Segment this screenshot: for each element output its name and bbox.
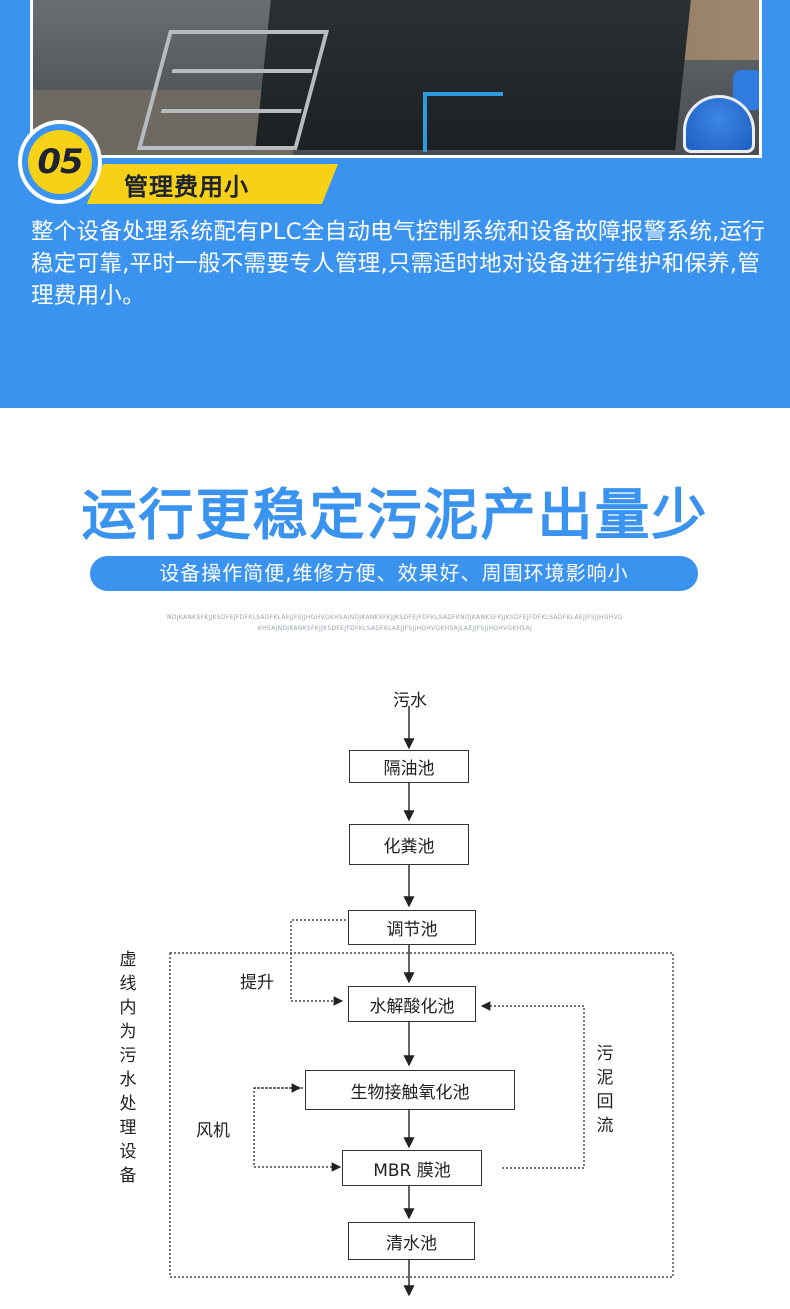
input-label: 污水 — [393, 691, 427, 711]
feature-panel: 05 管理费用小 整个设备处理系统配有PLC全自动电气控制系统和设备故障报警系统… — [0, 0, 790, 408]
feature-title: 管理费用小 — [124, 173, 249, 201]
node-oil-separator: 隔油池 — [349, 750, 469, 783]
fan-label: 风机 — [196, 1121, 230, 1141]
section-heading: 运行更稳定污泥产出量少 — [81, 483, 709, 547]
section-subtitle: 设备操作简便,维修方便、效果好、周围环境影响小 — [90, 556, 698, 591]
equipment-photo — [30, 0, 762, 158]
decorative-letters-1: NDJKANKSFKJJKSDFEJFDFKLSADFKLAEJJFSJJHGH… — [167, 614, 623, 621]
node-septic-tank: 化粪池 — [349, 824, 469, 865]
node-regulating-tank: 调节池 — [348, 910, 476, 945]
lift-label: 提升 — [240, 973, 274, 993]
feature-number-badge: 05 — [18, 120, 102, 204]
process-flow-diagram: 污水 隔油池 化粪池 调节池 水解酸化池 生物接触氧化池 MBR 膜池 清水池 … — [0, 670, 790, 1309]
sludge-return-label: 污泥回流 — [596, 1044, 614, 1136]
node-clear-water-tank: 清水池 — [348, 1222, 475, 1260]
node-mbr-tank: MBR 膜池 — [342, 1150, 482, 1186]
feature-number: 05 — [37, 142, 83, 182]
equipment-boundary-label: 虚线内为污水处理设备 — [119, 950, 137, 1186]
node-hydrolysis-tank: 水解酸化池 — [348, 986, 476, 1022]
node-contact-oxidation-tank: 生物接触氧化池 — [305, 1070, 515, 1110]
feature-description: 整个设备处理系统配有PLC全自动电气控制系统和设备故障报警系统,运行稳定可靠,平… — [31, 219, 766, 309]
decorative-letters-2: KHSAJNDJKANKSFKJJKSDFEJFDFKLSADFKLAEJJFS… — [257, 625, 533, 632]
flow-connectors — [169, 706, 674, 1297]
